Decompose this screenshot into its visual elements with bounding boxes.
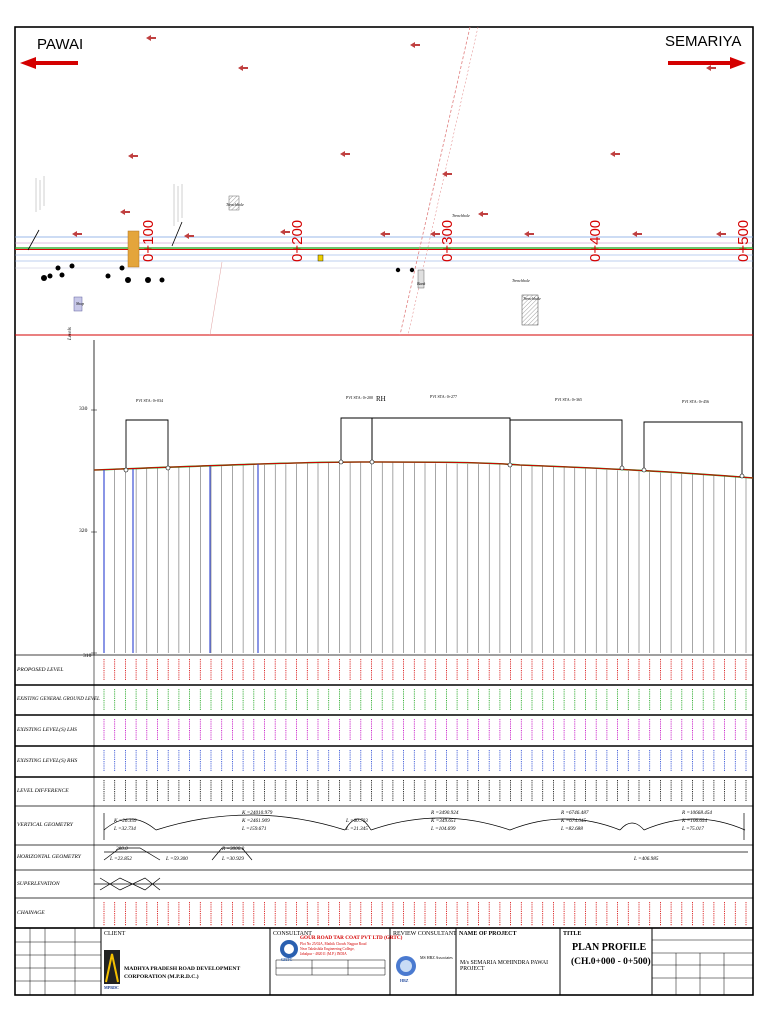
feature-label: Trenchhole	[512, 278, 530, 283]
band-label-existing-rhs: EXISTING LEVEL(S) RHS	[17, 758, 78, 764]
title-block	[15, 927, 753, 995]
consultant-address-2: Near Takshshila Engineering College,	[300, 947, 355, 951]
vg-text: K =24010.979	[242, 810, 273, 816]
plan-chainage-label: 0+100	[140, 220, 157, 262]
grtc-logo-text: GRTC	[281, 957, 293, 962]
hg-text: L =406.985	[634, 856, 659, 862]
band-label-level-difference: LEVEL DIFFERENCE	[17, 788, 69, 794]
plan-chainage-label: 0+200	[289, 220, 306, 262]
y-tick-330: 330	[79, 406, 88, 412]
plan-chainage-label: 0+500	[735, 220, 752, 262]
vg-text: R =3490.924	[431, 810, 459, 816]
pawai-arrow	[20, 57, 78, 69]
review-name: MS HBZ Associates	[420, 955, 453, 960]
rh-label: RH	[376, 395, 386, 403]
semariya-label: SEMARIYA	[665, 33, 742, 50]
superelevation-lines	[94, 877, 753, 891]
band-label-superelevation: SUPERLEVATION	[17, 881, 60, 887]
ip-label: PVI STA: 0+456	[682, 399, 710, 404]
consultant-address: Plot No 25/02A, Mathik Chowk Nagpur Road	[300, 942, 367, 946]
ip-label: PVI STA: 0+365	[555, 397, 583, 402]
existing-ground-line	[93, 461, 754, 479]
vg-text: R =6746.487	[561, 810, 589, 816]
plan-view	[15, 26, 753, 336]
profile-view	[15, 340, 754, 656]
band-label-proposed-level: PROPOSED LEVEL	[17, 667, 64, 673]
vg-text: L =60.703	[346, 818, 368, 824]
proposed-profile-line	[93, 461, 754, 479]
semariya-arrow	[668, 57, 746, 69]
mprdc-logo-text: MPRDC	[104, 985, 119, 990]
hg-text: L =30.929	[222, 856, 244, 862]
plan-chainage-label: 0+300	[439, 220, 456, 262]
client-prefix: CLIENT	[104, 931, 126, 937]
hg-text: R =3000.0	[222, 846, 245, 852]
client-name: MADHYA PRADESH ROAD DEVELOPMENT CORPORAT…	[124, 966, 241, 980]
consultant-address-3: Jabalpur - 482011 (M.P.) INDIA	[300, 952, 347, 956]
drawing-subtitle: (CH.0+000 - 0+500)	[571, 957, 651, 967]
vg-text: L =159.671	[242, 826, 267, 832]
band-label-existing-lhs: EXISTING LEVEL(S) LHS	[17, 727, 77, 733]
y-tick-320: 320	[79, 528, 88, 534]
consultant-prefix: CONSULTANT	[273, 931, 312, 937]
plan-chainage-label: 0+400	[587, 220, 604, 262]
station-lines	[103, 462, 747, 653]
vg-text: K =674.045	[561, 818, 587, 824]
vg-text: L =104.699	[431, 826, 456, 832]
project-name: M/s SEMARIA MOHINDRA PAWAI PROJECT	[460, 960, 549, 972]
sheet-border	[14, 26, 754, 996]
hg-text: L =23.852	[110, 856, 132, 862]
vg-text: K =106.654	[682, 818, 708, 824]
hbz-logo-text: HBZ	[400, 978, 409, 983]
vg-text: K =2461.909	[242, 818, 270, 824]
band-label-vertical-geometry: VERTICAL GEOMETRY	[17, 822, 73, 828]
data-bands	[15, 655, 753, 929]
hg-text: 200.0	[116, 846, 128, 852]
feature-label: Shop	[76, 301, 84, 306]
vg-text: L =82.688	[561, 826, 583, 832]
band-label-horizontal-geometry: HORIZONTAL GEOMETRY	[17, 854, 81, 860]
vg-text: L =21.345	[346, 826, 368, 832]
ip-label: PVI STA: 0+200	[346, 395, 374, 400]
band-label-chainage: CHAINAGE	[17, 910, 45, 916]
vertical-geometry-curves	[103, 813, 746, 840]
feature-label: Trenchhole	[226, 202, 244, 207]
culvert	[127, 230, 140, 268]
feature-label: Bank	[417, 281, 426, 286]
consultant-name: GOUR ROAD TAR COAT PVT LTD (GRTC)	[300, 935, 403, 941]
plan-chainage-marks: 0+100 0+200 0+300 0+400 0+500	[140, 220, 752, 262]
vg-text: K =349.651	[431, 818, 457, 824]
band-label-existing-ground: EXISTING GENERAL GROUND LEVEL	[17, 697, 100, 702]
levels-axis-title: Levels	[68, 327, 73, 340]
vg-text: L =75.017	[682, 826, 704, 832]
feature-label: Trenchhole	[523, 296, 541, 301]
vg-text: K =26.359	[114, 818, 137, 824]
title-prefix: TITLE	[563, 931, 582, 937]
pawai-label: PAWAI	[37, 36, 84, 53]
hg-text: L =59.300	[166, 856, 188, 862]
vg-text: L =32.734	[114, 826, 136, 832]
drawing-title: PLAN PROFILE	[572, 942, 647, 953]
ip-label: PVI STA: 0+034	[136, 398, 164, 403]
project-prefix: NAME OF PROJECT	[459, 931, 517, 937]
review-prefix: REVIEW CONSULTANT	[393, 931, 457, 937]
band-tick-values	[103, 659, 747, 926]
ip-label: PVI STA: 0+277	[430, 394, 458, 399]
horizontal-geometry-lines	[103, 847, 748, 861]
feature-label: Trenchhole	[452, 213, 470, 218]
vg-text: R =10668.454	[682, 810, 713, 816]
y-tick-310: 310	[83, 653, 92, 659]
